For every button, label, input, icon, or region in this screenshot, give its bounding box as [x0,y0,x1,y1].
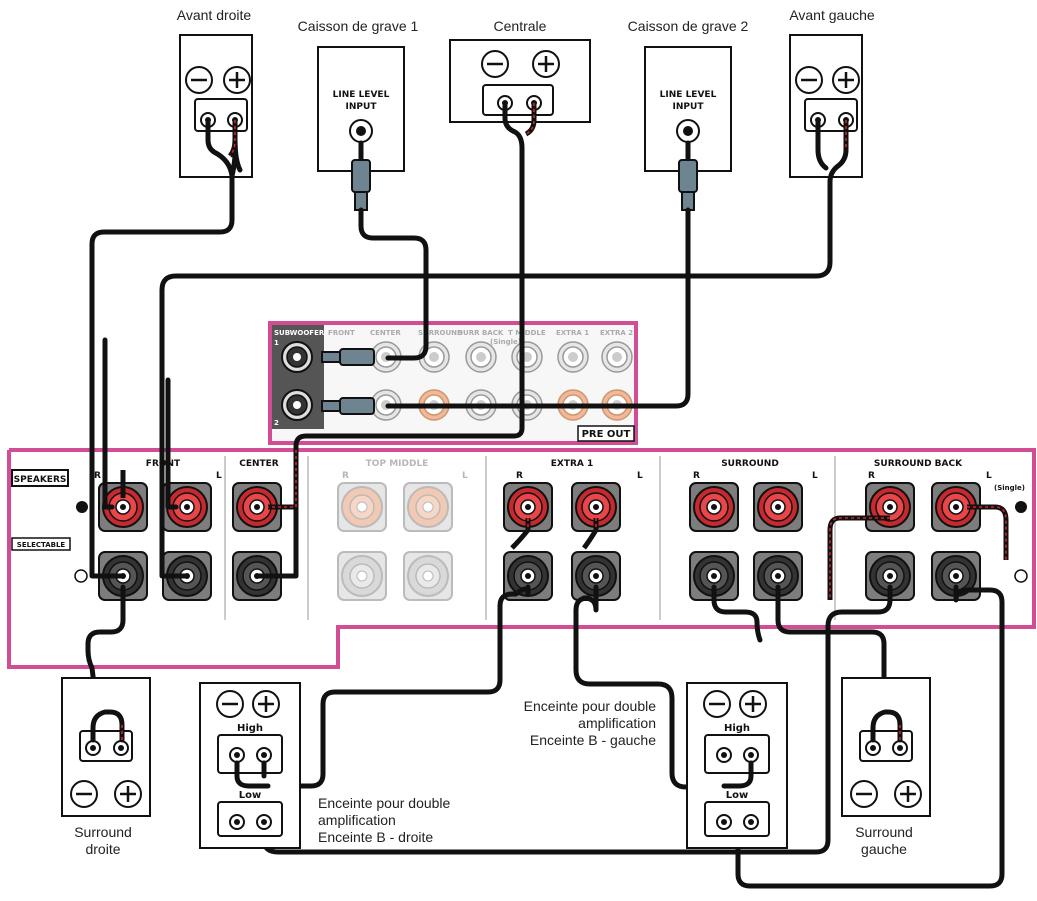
sub1-input-label-1: LINE LEVEL [333,90,390,100]
label-biamp-right-2: amplification [318,812,396,828]
biamp-right-low: Low [239,790,261,801]
label-surround-left-1: Surround [855,824,913,840]
preout-col-extra2: EXTRA 2 [600,329,633,337]
label-surround-left-2: gauche [861,841,907,857]
group-surround: SURROUND [721,459,779,469]
extra1-l: L [637,471,643,481]
group-top-middle: TOP MIDDLE [366,459,429,469]
surround-back-single: (Single) [994,484,1025,492]
label-surround-right-2: droite [85,841,120,857]
surround-back-l: L [986,471,992,481]
speaker-biamp-right: High Low [199,682,301,849]
sub2-input-label-1: LINE LEVEL [660,90,717,100]
speaker-surround-left [841,677,931,817]
speaker-biamp-left: High Low [686,682,788,849]
biamp-right-high: High [237,723,263,734]
sub2-input-label-2: INPUT [673,102,705,112]
speaker-terminal-panel: SPEAKERS SELECTABLE FRONT CENTER TOP MID… [7,448,1036,669]
label-surround-right-1: Surround [74,824,132,840]
label-biamp-right-1: Enceinte pour double [318,795,451,811]
surround-r: R [693,471,700,481]
preout-panel: SUBWOOFER 1 2 FRONT CENTER SURROUND SURR… [268,321,638,445]
biamp-left-high: High [724,723,750,734]
preout-col-t-middle: T MIDDLE [508,329,546,337]
cables [85,100,1009,889]
label-front-left: Avant gauche [789,7,875,23]
surround-l: L [812,471,818,481]
label-center: Centrale [494,18,547,34]
preout-subwoofer-label: SUBWOOFER [274,329,325,337]
group-surround-back: SURROUND BACK [874,459,963,469]
top-middle-r: R [342,471,349,481]
preout-col-front: FRONT [328,329,355,337]
label-biamp-left-2: amplification [578,715,656,731]
preout-col-extra1: EXTRA 1 [556,329,589,337]
panel-speakers-label: SPEAKERS [14,475,67,485]
speaker-front-left [789,34,863,178]
speaker-center [449,39,591,123]
preout-label: PRE OUT [582,429,631,440]
label-subwoofer-2: Caisson de grave 2 [628,18,749,34]
front-l: L [216,471,222,481]
label-biamp-right-3: Enceinte B - droite [318,829,433,845]
sub1-input-label-2: INPUT [346,102,378,112]
preout-col-surround: SURROUND [418,329,463,337]
label-biamp-left-3: Enceinte B - gauche [530,732,656,748]
preout-col-surr-back: SURR BACK [458,329,504,337]
preout-sub2-number: 2 [274,419,279,427]
label-front-right: Avant droite [177,7,252,23]
panel-selectable-label: SELECTABLE [17,541,66,549]
preout-col-single: (Single) [490,338,521,346]
label-biamp-left-1: Enceinte pour double [524,698,657,714]
preout-col-center: CENTER [370,329,401,337]
top-middle-l: L [462,471,468,481]
extra1-r: R [516,471,523,481]
biamp-left-low: Low [726,790,748,801]
group-center: CENTER [239,459,279,469]
group-extra1: EXTRA 1 [551,459,594,469]
speaker-surround-right [61,677,151,817]
surround-back-r: R [868,471,875,481]
preout-sub1-number: 1 [274,339,279,347]
label-subwoofer-1: Caisson de grave 1 [298,18,419,34]
front-r: R [94,471,101,481]
